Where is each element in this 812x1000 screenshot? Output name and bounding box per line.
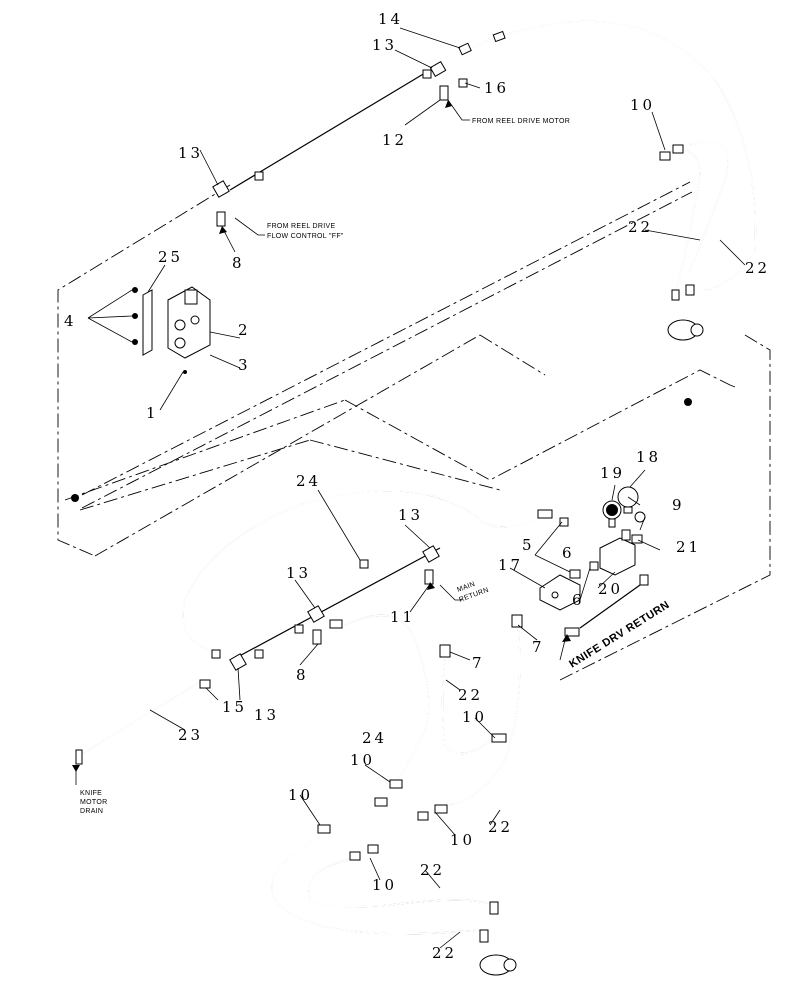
- gauge-19: [602, 500, 622, 528]
- callout-14: 14: [378, 10, 403, 28]
- arrow-flow-control-icon: [219, 226, 227, 234]
- callout-22-upper-b: 22: [745, 259, 770, 277]
- valve-20: [599, 529, 636, 576]
- flow-arrows: [72, 100, 571, 785]
- callout-1: 1: [146, 404, 159, 422]
- callout-8-lower: 8: [296, 666, 309, 684]
- callout-12: 12: [382, 131, 407, 149]
- arrow-knife-drain-icon: [72, 765, 80, 772]
- hose-24-top: [182, 489, 541, 653]
- callout-19: 19: [600, 464, 625, 482]
- hose-22-right: [449, 624, 521, 806]
- note-knife-motor-drain-line2: MOTOR: [80, 799, 107, 806]
- callout-10-center: 10: [462, 708, 487, 726]
- callout-7-right: 7: [532, 638, 545, 656]
- callout-8-top: 8: [232, 254, 245, 272]
- callout-10-top: 10: [630, 96, 655, 114]
- leader-lines: [87, 27, 746, 949]
- callout-25: 25: [158, 248, 183, 266]
- callout-5: 5: [522, 536, 535, 554]
- callout-4: 4: [64, 312, 77, 330]
- callout-13-top: 13: [372, 36, 397, 54]
- callout-24-lower: 24: [362, 729, 387, 747]
- flow-notes: FROM REEL DRIVE MOTOR FROM REEL DRIVE FL…: [80, 118, 672, 815]
- arrow-knife-return-icon: [562, 634, 571, 642]
- callout-20: 20: [598, 580, 623, 598]
- callout-16: 16: [484, 79, 509, 97]
- callout-13-bottom: 13: [254, 706, 279, 724]
- callout-22-bottom: 22: [432, 944, 457, 962]
- callout-15: 15: [222, 698, 247, 716]
- note-from-reel-drive-line2: FLOW CONTROL "FF": [267, 233, 344, 240]
- callout-18: 18: [636, 448, 661, 466]
- callout-numbers: 14 13 16 12 10 13 8 22 22 25 4 2 3 1 24 …: [64, 10, 770, 962]
- callout-3: 3: [238, 356, 251, 374]
- callout-6-a: 6: [562, 544, 575, 562]
- callout-22-upper-a: 22: [628, 218, 653, 236]
- callout-10-c: 10: [450, 831, 475, 849]
- callout-22-lower-right: 22: [488, 818, 513, 836]
- callout-9: 9: [672, 496, 685, 514]
- hose-22-center: [441, 659, 496, 755]
- callout-21: 21: [676, 538, 701, 556]
- callout-7-left: 7: [472, 654, 485, 672]
- callout-17: 17: [498, 556, 523, 574]
- note-from-reel-drive-line1: FROM REEL DRIVE: [267, 223, 335, 230]
- callout-11: 11: [390, 608, 415, 626]
- note-from-reel-drive-motor: FROM REEL DRIVE MOTOR: [472, 118, 570, 125]
- arrow-reel-drive-motor-icon: [445, 100, 452, 108]
- hose-24-bottom-loop: [271, 837, 481, 935]
- hose-23: [79, 681, 201, 756]
- hose-upper-loop: [469, 20, 757, 291]
- arrow-main-return-icon: [427, 582, 435, 590]
- hose-knife-return: [579, 584, 641, 629]
- callout-22-lower-loop: 22: [420, 861, 445, 879]
- callout-10-a: 10: [350, 751, 375, 769]
- fitting-9-21: [631, 511, 646, 544]
- boundary-lines: [57, 181, 771, 681]
- hose-24-lower: [344, 614, 430, 786]
- callout-13-mid: 13: [398, 506, 423, 524]
- callout-13-left: 13: [178, 144, 203, 162]
- callout-23: 23: [178, 726, 203, 744]
- callout-6-b: 6: [572, 591, 585, 609]
- hose-upper-diag: [229, 69, 431, 191]
- callout-2: 2: [238, 321, 251, 339]
- fittings: [71, 30, 704, 976]
- hose-22-lower-loop: [307, 857, 493, 908]
- hose-upper-22b: [675, 149, 701, 291]
- note-knife-drv-return: KNIFE DRV RETURN: [567, 599, 672, 671]
- callout-10-d: 10: [372, 876, 397, 894]
- callout-10-b: 10: [288, 786, 313, 804]
- hose-lower-diag: [231, 547, 441, 661]
- callout-13-lower: 13: [286, 564, 311, 582]
- hose-upper-22a: [689, 140, 730, 271]
- callout-24-top: 24: [296, 472, 321, 490]
- note-knife-motor-drain-line3: DRAIN: [80, 808, 103, 815]
- note-knife-motor-drain-line1: KNIFE: [80, 790, 102, 797]
- callout-22-center: 22: [458, 686, 483, 704]
- relief-valve-25: [132, 286, 241, 374]
